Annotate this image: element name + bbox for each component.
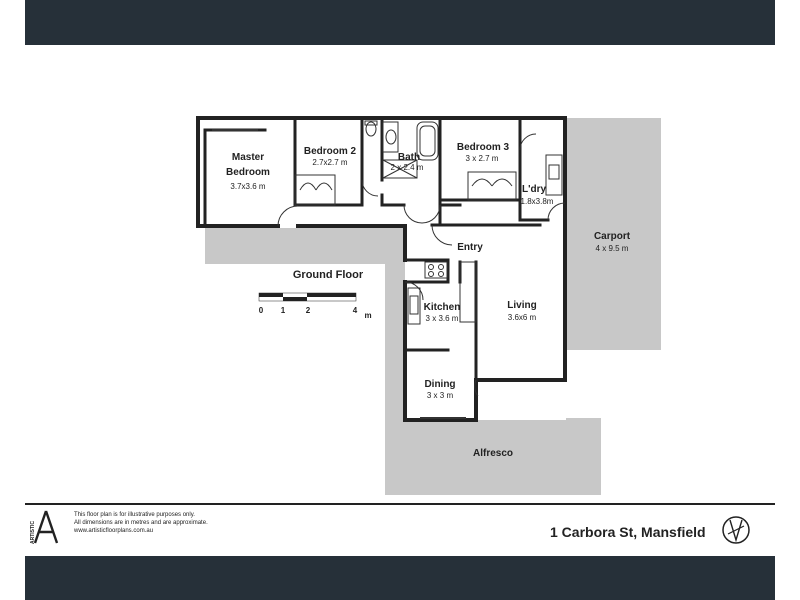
scale-tick-1: 1 xyxy=(281,306,286,315)
scale-bar: 0 1 2 4 m xyxy=(258,292,372,320)
scale-tick-2: 2 xyxy=(306,306,311,315)
room-bath-size: 2 x 2.4 m xyxy=(391,163,424,172)
fixtures xyxy=(212,120,566,419)
top-banner xyxy=(25,0,775,45)
floor-label: Ground Floor xyxy=(293,269,364,281)
room-living-size: 3.6x6 m xyxy=(508,313,537,322)
room-dining-size: 3 x 3 m xyxy=(427,391,454,400)
outdoor-areas xyxy=(205,118,661,495)
disclaimer-line: All dimensions are in metres and are app… xyxy=(74,520,208,526)
alfresco-area xyxy=(385,228,601,495)
compass-icon xyxy=(722,516,750,544)
disclaimer-url: www.artisticfloorplans.com.au xyxy=(74,528,154,534)
room-bed2-size: 2.7x2.7 m xyxy=(312,158,347,167)
room-entry-name: Entry xyxy=(457,242,483,253)
room-kitchen-name: Kitchen xyxy=(424,302,461,313)
room-living-name: Living xyxy=(507,300,536,311)
room-carport-name: Carport xyxy=(594,231,631,242)
carport-area xyxy=(565,118,661,350)
room-carport-size: 4 x 9.5 m xyxy=(596,244,629,253)
bottom-banner xyxy=(25,556,775,600)
scale-tick-0: 0 xyxy=(259,306,264,315)
scale-tick-4: 4 xyxy=(353,306,358,315)
disclaimer: This floor plan is for illustrative purp… xyxy=(74,511,208,535)
room-ldry-size: 1.8x3.8m xyxy=(521,197,554,206)
room-bath-name: Bath xyxy=(398,152,420,163)
room-bed2-name: Bedroom 2 xyxy=(304,146,357,157)
property-address: 1 Carbora St, Mansfield xyxy=(550,524,706,540)
room-master-size: 3.7x3.6 m xyxy=(230,182,265,191)
room-bed3-name: Bedroom 3 xyxy=(457,142,510,153)
room-master-name-1: Master xyxy=(232,152,264,163)
room-dining-name: Dining xyxy=(424,379,455,390)
footer-rule xyxy=(25,503,775,505)
room-labels: Master Bedroom 3.7x3.6 m Bedroom 2 2.7x2… xyxy=(226,142,631,459)
room-bed3-size: 3 x 2.7 m xyxy=(466,154,499,163)
room-master-name-2: Bedroom xyxy=(226,167,270,178)
room-ldry-name: L'dry xyxy=(522,184,546,195)
room-alfresco-name: Alfresco xyxy=(473,448,513,459)
room-kitchen-size: 3 x 3.6 m xyxy=(426,314,459,323)
disclaimer-line: This floor plan is for illustrative purp… xyxy=(74,512,195,518)
logo-text: ARTISTIC xyxy=(30,521,36,544)
artistic-logo: ARTISTIC xyxy=(30,508,62,546)
scale-unit: m xyxy=(364,311,371,320)
